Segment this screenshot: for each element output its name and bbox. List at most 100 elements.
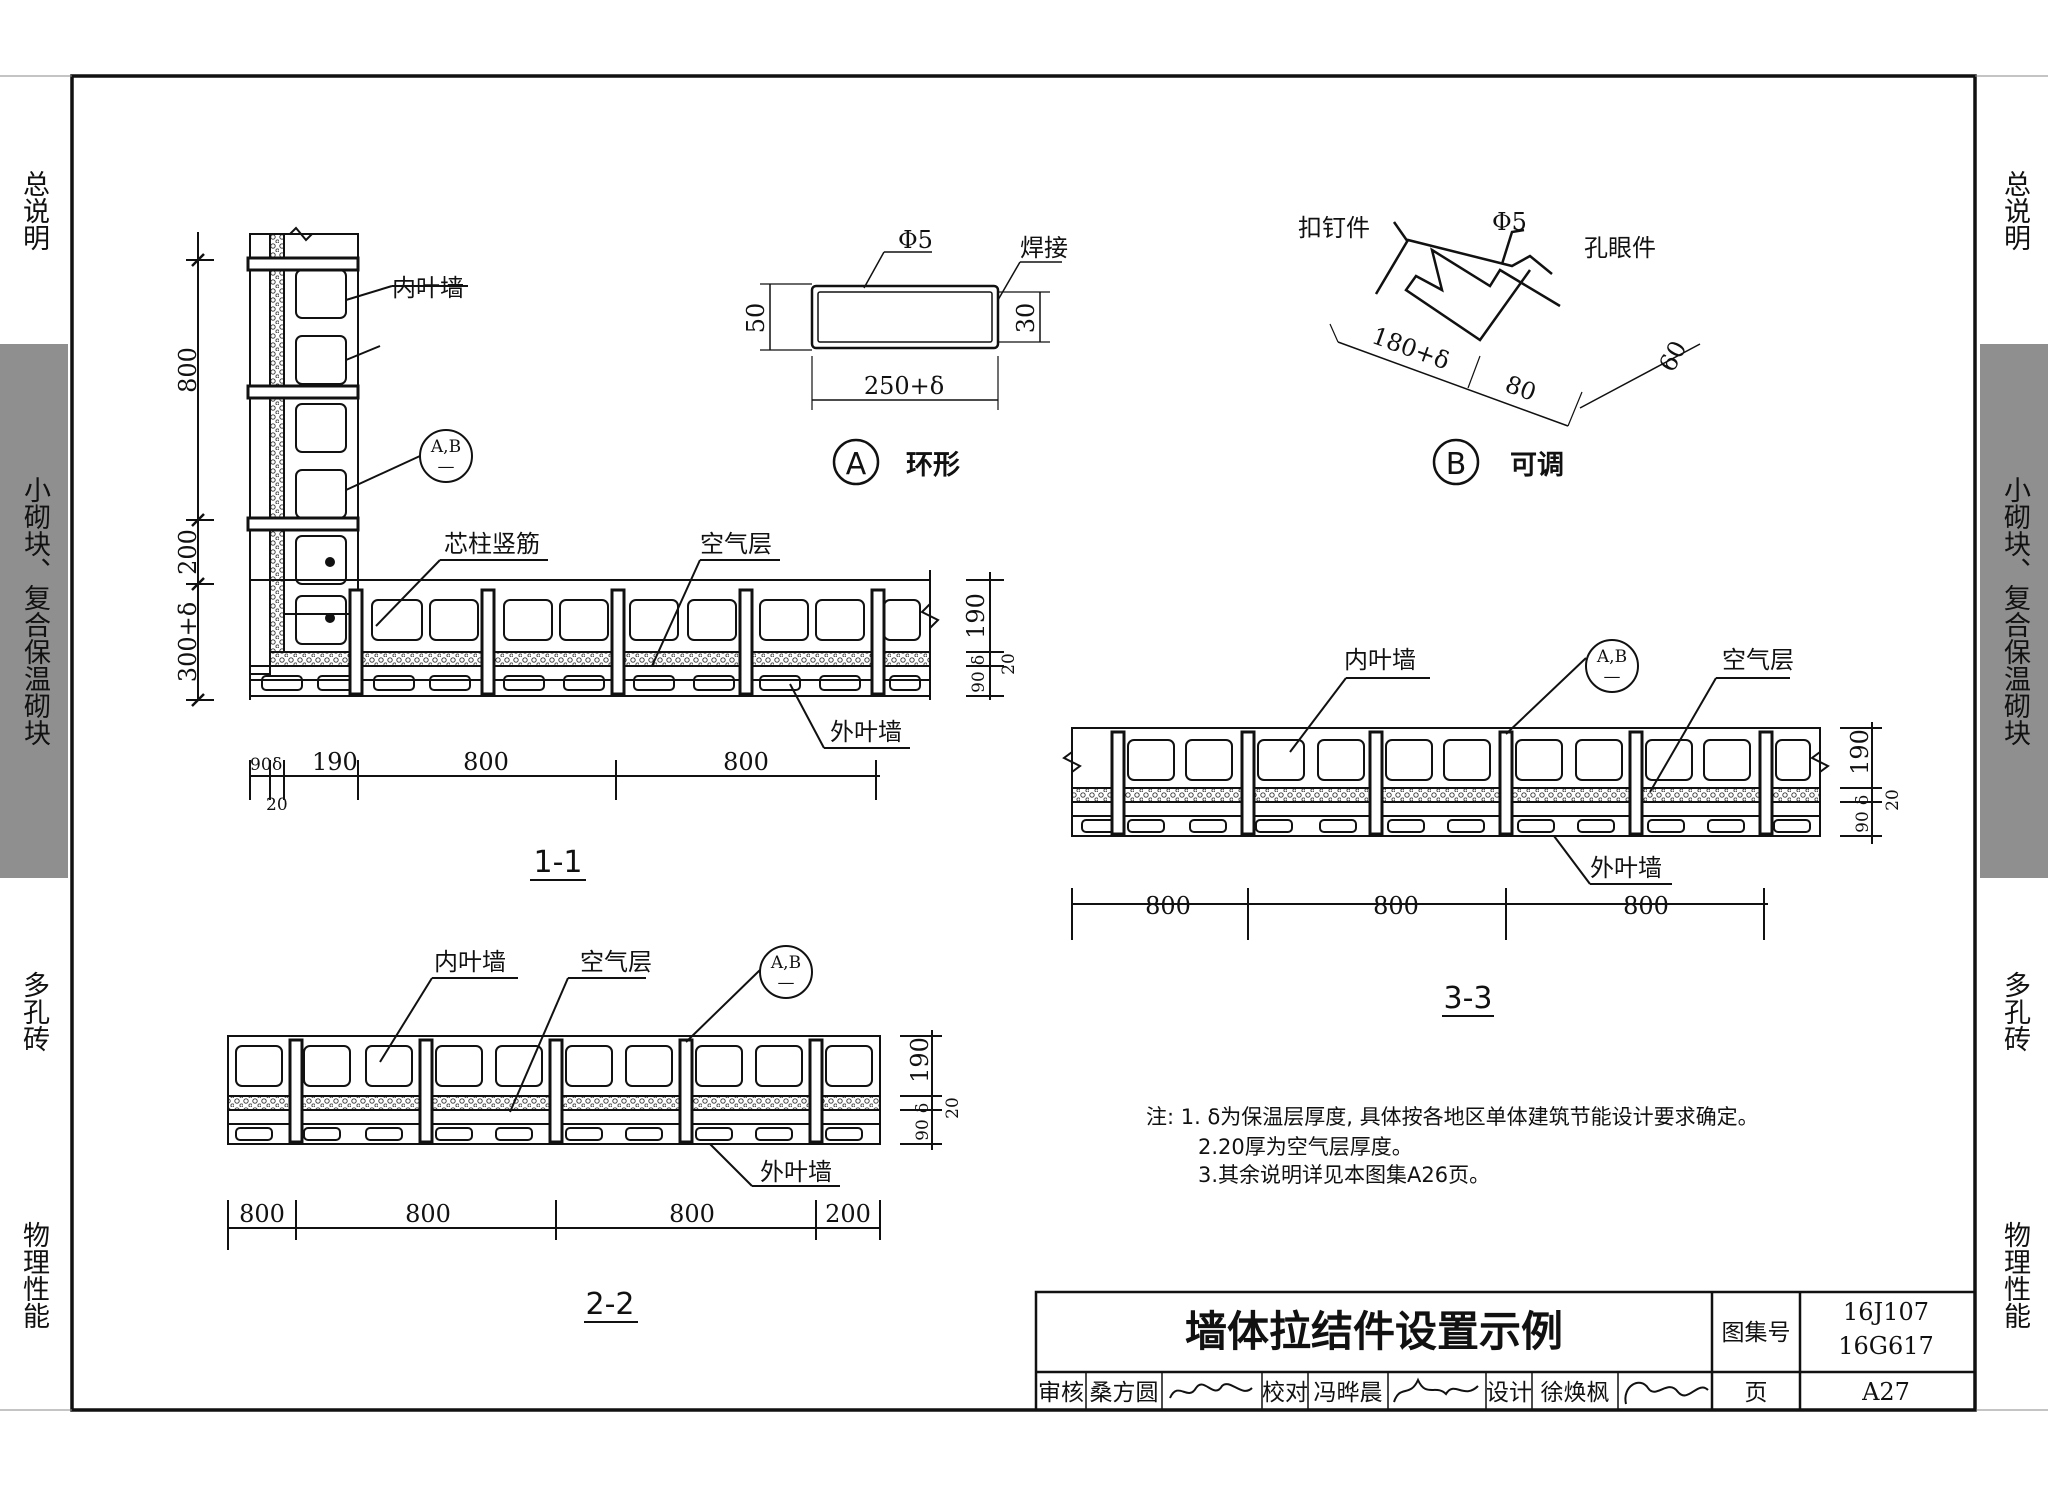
- detail-a-dim-30: 30: [1012, 303, 1040, 334]
- dim-1-h-20: 20: [266, 795, 288, 815]
- label-outer-leaf-3: 外叶墙: [1590, 854, 1662, 882]
- dim-1-r-190: 190: [962, 593, 990, 639]
- label-core-rebar: 芯柱竖筋: [444, 530, 540, 558]
- atlas-no-2: 16G617: [1838, 1332, 1934, 1360]
- dim-3-r-190: 190: [1846, 729, 1874, 775]
- note-3: 3.其余说明详见本图集A26页。: [1198, 1163, 1490, 1187]
- label-air-layer-2: 空气层: [580, 948, 652, 976]
- side-tab-right-physics[interactable]: 物理性能: [1999, 1221, 2030, 1329]
- detail-a-weld: 焊接: [1020, 234, 1068, 262]
- detail-b-symbol: B: [1446, 447, 1467, 482]
- dim-1-h-90: 90: [250, 755, 272, 775]
- side-tab-right-general[interactable]: 总说明: [1999, 169, 2030, 251]
- detail-b-eye: 孔眼件: [1584, 234, 1656, 262]
- detail-b-name: 可调: [1510, 450, 1564, 481]
- dim-1-h-800b: 800: [723, 748, 769, 776]
- tie-ref-2: A,B: [770, 953, 801, 973]
- detail-b: [1329, 221, 1701, 486]
- tie-ref-2-sub: —: [778, 973, 795, 993]
- label-outer-leaf-1: 外叶墙: [830, 718, 902, 746]
- side-tab-right-perforated[interactable]: 多孔砖: [1999, 970, 2030, 1052]
- notes: 注: 1. δ为保温层厚度, 具体按各地区单体建筑节能设计要求确定。 2.20厚…: [1146, 1105, 1759, 1187]
- section-3-3-title: 3-3: [1444, 981, 1493, 1016]
- dim-1-h-delta: δ: [272, 755, 282, 775]
- side-tab-left-blocks[interactable]: 小砌块、复合保温砌块: [0, 344, 68, 878]
- atlas-label: 图集号: [1722, 1320, 1791, 1346]
- detail-b-dim-len: 180+δ: [1368, 322, 1453, 376]
- side-tab-left-general[interactable]: 总说明: [18, 169, 49, 251]
- detail-b-labels: 扣钉件 Φ5 孔眼件 180+δ 80 60 B 可调: [1298, 208, 1692, 482]
- detail-b-dim-60: 60: [1653, 336, 1692, 376]
- dim-2-r-90: 90: [913, 1119, 933, 1141]
- section-1-1-title: 1-1: [534, 845, 583, 880]
- dim-3-h-800c: 800: [1623, 892, 1669, 920]
- dim-2-h-800b: 800: [405, 1200, 451, 1228]
- dim-2-h-200: 200: [825, 1200, 871, 1228]
- dim-2-r-delta: δ: [913, 1103, 933, 1113]
- dim-3-h-800a: 800: [1145, 892, 1191, 920]
- note-2: 2.20厚为空气层厚度。: [1198, 1135, 1413, 1159]
- tie-ref-3: A,B: [1596, 647, 1627, 667]
- dim-1-h-190: 190: [312, 748, 358, 776]
- detail-a-dim-250: 250+δ: [864, 372, 944, 400]
- label-inner-leaf-1: 内叶墙: [392, 274, 464, 302]
- label-air-layer-3: 空气层: [1722, 646, 1794, 674]
- label-air-layer-1: 空气层: [700, 530, 772, 558]
- checker-name: 冯晔晨: [1314, 1380, 1383, 1406]
- dim-1-r-90: 90: [969, 671, 989, 693]
- side-tab-left-perforated[interactable]: 多孔砖: [18, 970, 49, 1052]
- page-number: A27: [1861, 1378, 1910, 1406]
- dim-3-r-90: 90: [1853, 811, 1873, 833]
- label-inner-leaf-3: 内叶墙: [1344, 646, 1416, 674]
- section-1-1-labels: 内叶墙 芯柱竖筋 空气层 外叶墙 A,B — 800 200 300+δ 90 …: [174, 274, 1019, 880]
- detail-a-symbol: A: [846, 447, 867, 482]
- tie-ref-3-sub: —: [1604, 667, 1621, 687]
- dim-2-h-800c: 800: [669, 1200, 715, 1228]
- title-block: [1034, 1290, 1977, 1412]
- dim-1-v-800: 800: [174, 347, 202, 393]
- detail-b-dim-80: 80: [1502, 370, 1540, 407]
- note-1: 注: 1. δ为保温层厚度, 具体按各地区单体建筑节能设计要求确定。: [1146, 1105, 1759, 1129]
- dim-1-r-20: 20: [999, 653, 1019, 675]
- dim-3-r-delta: δ: [1853, 795, 1873, 805]
- section-2-2-labels: 内叶墙 空气层 外叶墙 A,B — 800 800 800 200 190 90…: [239, 948, 963, 1322]
- dim-1-h-800a: 800: [463, 748, 509, 776]
- signature-checker: [1393, 1377, 1479, 1403]
- dim-2-r-20: 20: [943, 1097, 963, 1119]
- label-outer-leaf-2: 外叶墙: [760, 1158, 832, 1186]
- design-label: 设计: [1486, 1380, 1532, 1406]
- side-tab-left-physics[interactable]: 物理性能: [18, 1221, 49, 1329]
- review-label: 审核: [1038, 1380, 1084, 1406]
- side-tab-right-blocks[interactable]: 小砌块、复合保温砌块: [1980, 344, 2048, 878]
- atlas-no-1: 16J107: [1843, 1298, 1929, 1326]
- dim-3-h-800b: 800: [1373, 892, 1419, 920]
- tie-ref-1: A,B: [430, 437, 461, 457]
- section-1-1: [186, 226, 1004, 881]
- dim-2-h-800a: 800: [239, 1200, 285, 1228]
- detail-a: [760, 251, 1062, 486]
- dim-1-r-delta: δ: [969, 655, 989, 665]
- detail-a-name: 环形: [906, 450, 960, 481]
- detail-a-phi: Φ5: [898, 226, 933, 254]
- section-2-2-title: 2-2: [586, 1287, 635, 1322]
- dim-2-r-190: 190: [906, 1037, 934, 1083]
- dim-1-v-300d: 300+δ: [174, 602, 202, 682]
- reviewer-name: 桑方圆: [1090, 1380, 1159, 1406]
- label-inner-leaf-2: 内叶墙: [434, 948, 506, 976]
- page-label: 页: [1745, 1380, 1768, 1406]
- title-block-text: 墙体拉结件设置示例 图集号 16J107 16G617 页 A27 审核 桑方圆…: [1038, 1298, 1934, 1406]
- section-3-3: [1062, 639, 1882, 1017]
- check-label: 校对: [1262, 1380, 1308, 1406]
- detail-b-phi: Φ5: [1492, 208, 1527, 236]
- section-2-2: [227, 945, 942, 1323]
- detail-a-dim-50: 50: [742, 303, 770, 334]
- dim-3-r-20: 20: [1883, 789, 1903, 811]
- sheet-frame: [70, 74, 1977, 1412]
- detail-a-labels: Φ5 焊接 50 30 250+δ A 环形: [742, 226, 1068, 482]
- signature-designer: [1624, 1381, 1709, 1405]
- section-3-3-labels: 内叶墙 空气层 外叶墙 A,B — 800 800 800 190 90 δ 2…: [1145, 646, 1903, 1016]
- drawing-title: 墙体拉结件设置示例: [1185, 1307, 1563, 1356]
- detail-b-hook: 扣钉件: [1298, 214, 1370, 242]
- signature-reviewer: [1169, 1383, 1253, 1399]
